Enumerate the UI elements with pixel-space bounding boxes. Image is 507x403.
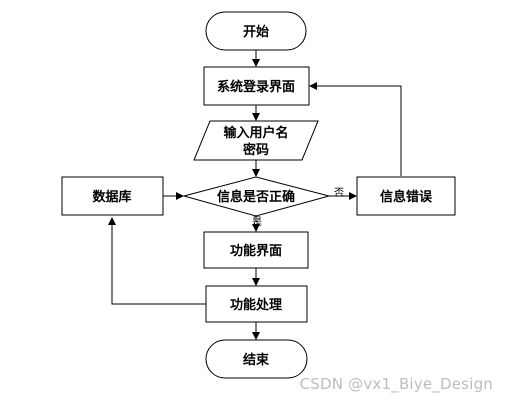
check-decision-node: 信息是否正确 — [182, 176, 331, 217]
database-label: 数据库 — [92, 189, 131, 205]
error-label: 信息错误 — [380, 189, 433, 205]
login-label: 系统登录界面 — [217, 79, 295, 95]
function-ui-node: 功能界面 — [203, 231, 309, 269]
error-node: 信息错误 — [356, 176, 456, 216]
edge-error-to-login — [309, 82, 402, 176]
end-label: 结束 — [243, 352, 270, 368]
edge-process-to-database — [108, 217, 206, 305]
input-label-line2: 密码 — [242, 142, 269, 158]
login-node: 系统登录界面 — [203, 66, 310, 106]
watermark: CSDN @vx1_Biye_Design — [299, 375, 493, 393]
edge-label-no: 否 — [334, 187, 344, 199]
input-node: 输入用户名 密码 — [193, 120, 319, 161]
function-process-label: 功能处理 — [230, 297, 282, 313]
database-node: 数据库 — [61, 176, 164, 216]
function-ui-label: 功能界面 — [230, 243, 282, 259]
start-label: 开始 — [243, 24, 269, 40]
function-process-node: 功能处理 — [205, 285, 308, 323]
input-label-line1: 输入用户名 — [223, 125, 288, 141]
end-node: 结束 — [205, 339, 308, 379]
check-label: 信息是否正确 — [217, 189, 295, 205]
start-node: 开始 — [205, 11, 307, 51]
edge-label-yes: 是 — [252, 216, 262, 228]
